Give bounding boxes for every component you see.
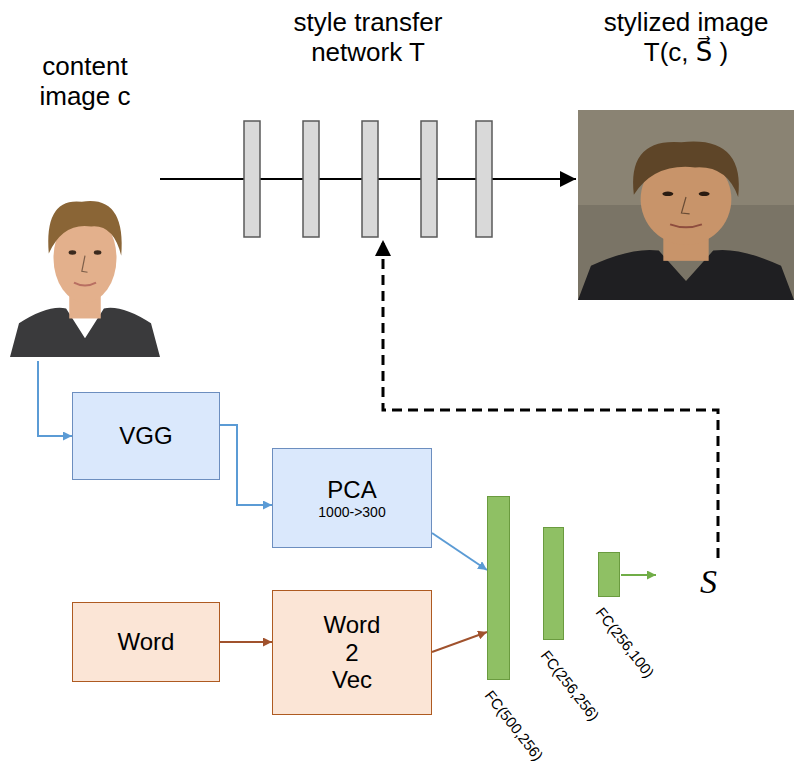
box-label: VGG (119, 422, 172, 450)
connector-arrow (220, 641, 272, 643)
connector-arrow (160, 178, 243, 180)
process-box: PCA1000->300 (272, 448, 432, 548)
process-box: Word 2 Vec (272, 590, 432, 715)
fc-layer: FC(256,100) (598, 552, 620, 597)
fc-layer: FC(256,256) (543, 527, 564, 640)
connector-arrow (220, 425, 272, 505)
content-image: content image c (10, 52, 160, 357)
input-box: Word (72, 602, 220, 682)
network-layers (243, 120, 493, 238)
portrait-illustration (10, 170, 160, 357)
connector-arrow (432, 632, 487, 652)
heading-text: stylized image T(c, S⃗ ) (578, 8, 794, 68)
heading-text: style transfer network T (258, 8, 478, 68)
connector-arrow (38, 361, 72, 436)
stylized-image: stylized image T(c, S⃗ ) (578, 8, 794, 300)
box-label: Word 2 Vec (324, 611, 381, 694)
connector-arrow (432, 533, 487, 570)
heading-text: content image c (10, 52, 160, 112)
box-label: PCA (327, 476, 376, 504)
box-label: Word (118, 628, 175, 656)
network-block: style transfer network T (243, 8, 493, 238)
layer-label: FC(256,100) (592, 604, 657, 681)
fc-layer: FC(500,256) (487, 496, 510, 680)
layer-label: FC(256,256) (537, 647, 602, 724)
output-symbol: S⃗ (700, 563, 743, 600)
output-arrow (621, 574, 656, 576)
layer-label: FC(500,256) (481, 687, 546, 764)
portrait-illustration (578, 110, 794, 300)
connector-arrow (493, 178, 576, 180)
box-label: 1000->300 (318, 504, 385, 520)
process-box: VGG (72, 392, 220, 480)
